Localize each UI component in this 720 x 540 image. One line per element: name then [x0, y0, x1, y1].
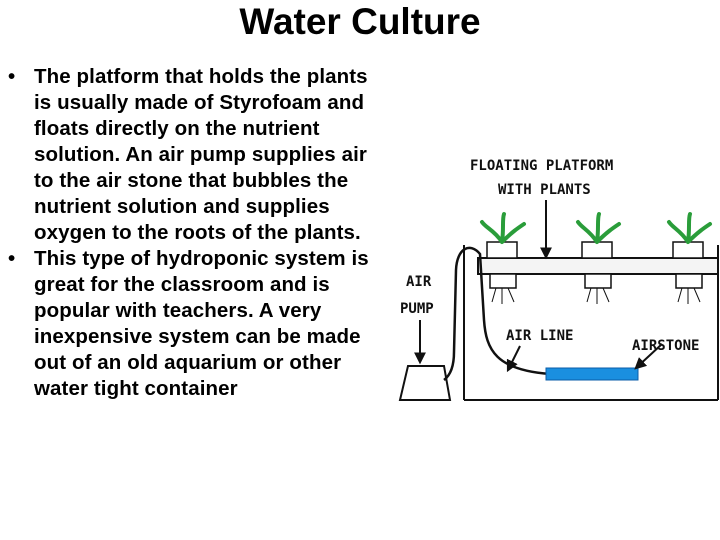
plant-pot-middle	[576, 212, 621, 304]
label-floating-platform: FLOATING PLATFORM	[470, 158, 613, 174]
air-pump	[398, 365, 452, 401]
bullet-glyph: •	[8, 65, 16, 88]
label-air: AIR	[406, 274, 432, 290]
slide-title: Water Culture	[239, 1, 481, 42]
plant-pot-right	[667, 212, 712, 304]
plant-pot-left	[480, 212, 526, 304]
label-air-line: AIR LINE	[506, 328, 573, 344]
label-pump: PUMP	[400, 301, 434, 317]
label-airstone: AIRSTONE	[632, 338, 699, 354]
airstone	[545, 367, 639, 381]
bullet-glyph: •	[8, 247, 16, 270]
air-line-tube	[443, 246, 551, 381]
bullet-item: • This type of hydroponic system is grea…	[6, 246, 386, 402]
arrow-airstone	[634, 343, 663, 370]
arrow-air-line	[506, 345, 521, 373]
bullet-item: • The platform that holds the plants is …	[6, 64, 386, 246]
bullet-text: The platform that holds the plants is us…	[34, 65, 368, 244]
label-with-plants: WITH PLANTS	[498, 182, 591, 198]
bullet-text: This type of hydroponic system is great …	[34, 247, 369, 400]
water-culture-diagram: FLOATING PLATFORM WITH PLANTS AIR PUMP A…	[398, 158, 719, 401]
floating-platform	[477, 257, 719, 275]
bullet-list: • The platform that holds the plants is …	[6, 64, 386, 402]
